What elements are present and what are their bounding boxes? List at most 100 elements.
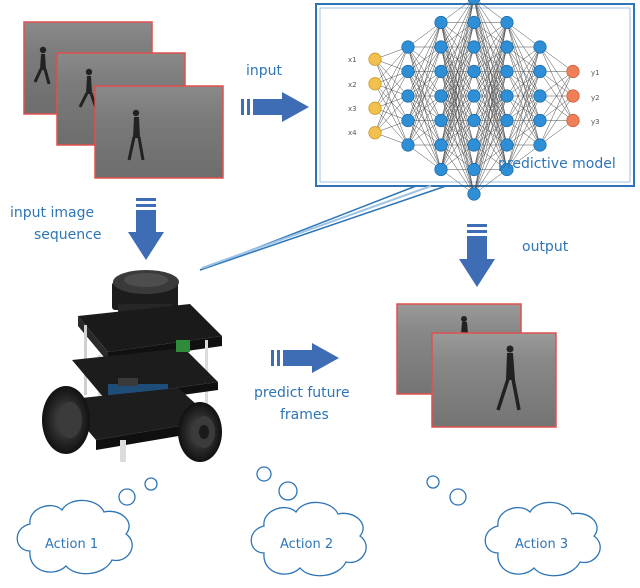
nn-connection [440,0,474,121]
nn-connection [506,46,541,97]
nn-hidden-node [533,138,547,152]
nn-connection [374,46,409,84]
input-frame-3 [94,85,224,179]
nn-connection [407,22,442,48]
nn-connection [506,46,541,170]
nn-hidden-node [500,40,514,54]
nn-hidden-node [500,138,514,152]
nn-hidden-node [500,15,514,30]
nn-connection [407,120,442,146]
nn-connection [407,71,442,146]
nn-hidden-node [401,64,415,79]
nn-connection [506,71,541,170]
nn-connection [407,95,442,146]
nn-output-label: y3 [591,118,600,126]
nn-connection [506,46,541,72]
nn-connection [374,95,409,133]
nn-connection [440,120,475,170]
nn-hidden-node [467,162,481,177]
nn-hidden-node [434,113,448,128]
input-label: input [246,63,283,79]
input-image-sequence [23,21,224,179]
nn-hidden-node [467,89,481,103]
nn-hidden-node [533,89,547,103]
nn-input-label: x2 [348,81,357,89]
nn-connection [473,120,508,195]
nn-connection [407,46,442,146]
nn-connection [539,71,574,121]
input-image-sequence-label-line1: input image [10,205,95,221]
nn-connection [440,0,474,170]
nn-hidden-node [434,89,448,103]
nn-connection [473,144,508,195]
predictive-model-label: predictive model [498,156,616,172]
nn-connection [473,22,508,72]
predict-future-frames-label-line1: predict future [254,385,350,401]
nn-output-node [566,89,580,103]
nn-connection [407,144,442,170]
nn-connection [374,46,409,133]
nn-connection [440,0,474,72]
nn-connection [440,0,473,48]
nn-hidden-node [401,89,415,103]
nn-connection [374,71,409,133]
nn-input-node [368,52,382,66]
nn-input-node [368,77,382,91]
nn-connection [506,144,541,170]
nn-hidden-node [401,138,415,152]
nn-connection [440,0,474,97]
cloud-label-action-2: Action 2 [280,537,334,552]
nn-connection [539,71,574,97]
arrow-sequence-to-robot [128,198,164,260]
nn-connection [476,0,508,23]
nn-connection [440,169,475,195]
nn-input-label: x4 [348,129,357,137]
nn-hidden-node [434,162,448,177]
nn-hidden-node [533,64,547,79]
nn-connection [506,95,541,170]
projection-lines [199,185,447,271]
nn-connection [473,22,508,121]
nn-connection [506,46,541,146]
nn-connection [473,22,508,146]
nn-connection [506,22,541,48]
nn-hidden-node [467,40,481,54]
nn-connection [539,120,574,146]
nn-connection [473,71,508,195]
walking-person-figure [78,68,98,109]
nn-hidden-node [467,64,481,79]
nn-hidden-node [467,113,481,128]
nn-hidden-node [434,40,448,54]
nn-connection [539,95,574,146]
nn-hidden-node [434,15,448,30]
cloud-label-action-3: Action 3 [515,537,569,552]
output-frame-2 [431,332,557,428]
nn-connection [440,46,475,170]
nn-hidden-node [467,138,481,152]
nn-hidden-node [500,162,514,177]
nn-connection [473,169,508,195]
nn-connection [407,22,442,121]
nn-input-label: x1 [348,56,357,64]
nn-hidden-node [434,64,448,79]
arrow-input-to-model [241,92,309,122]
thought-cloud-3 [426,475,601,577]
nn-output-label: y2 [591,94,600,102]
cloud-label-action-1: Action 1 [45,537,99,552]
nn-input-node [368,126,382,140]
nn-connection [440,95,475,170]
nn-output-node [566,64,580,79]
input-image-sequence-label-line2: sequence [34,227,102,243]
nn-hidden-node [467,187,481,201]
nn-connection [539,71,574,146]
nn-connection [440,0,472,23]
predictive-model-box [315,0,635,201]
arrow-model-to-output [459,224,495,287]
nn-connection [407,22,442,72]
nn-input-label: x3 [348,105,357,113]
robot-illustration [42,270,222,462]
nn-connection [407,22,442,97]
nn-hidden-node [500,89,514,103]
nn-hidden-node [467,15,481,30]
